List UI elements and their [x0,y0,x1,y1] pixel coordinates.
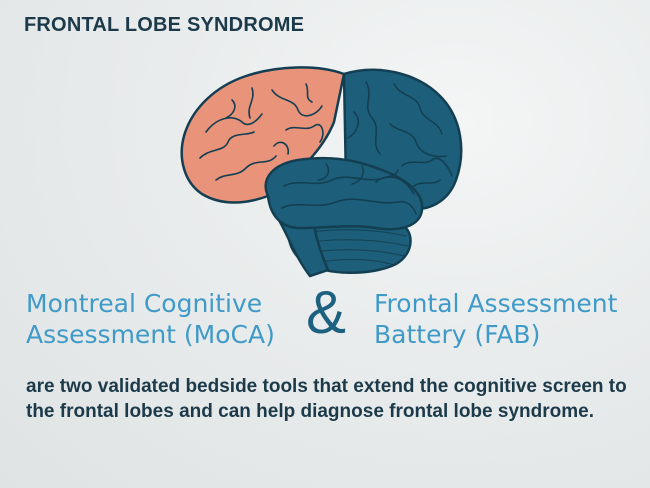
moca-line-2: Assessment (MoCA) [26,320,275,349]
moca-line-1: Montreal Cognitive [26,289,263,318]
page-title: FRONTAL LOBE SYNDROME [24,14,305,36]
fab-tool-name: Frontal Assessment Battery (FAB) [374,288,644,350]
brain-stem [277,220,330,278]
description-text: are two validated bedside tools that ext… [26,376,627,422]
brain-icon [180,66,463,278]
ampersand: & [305,279,347,346]
fab-line-1: Frontal Assessment [374,289,618,318]
moca-tool-name: Montreal Cognitive Assessment (MoCA) [26,288,296,350]
fab-line-2: Battery (FAB) [374,320,541,349]
temporal-lobe [264,156,424,231]
